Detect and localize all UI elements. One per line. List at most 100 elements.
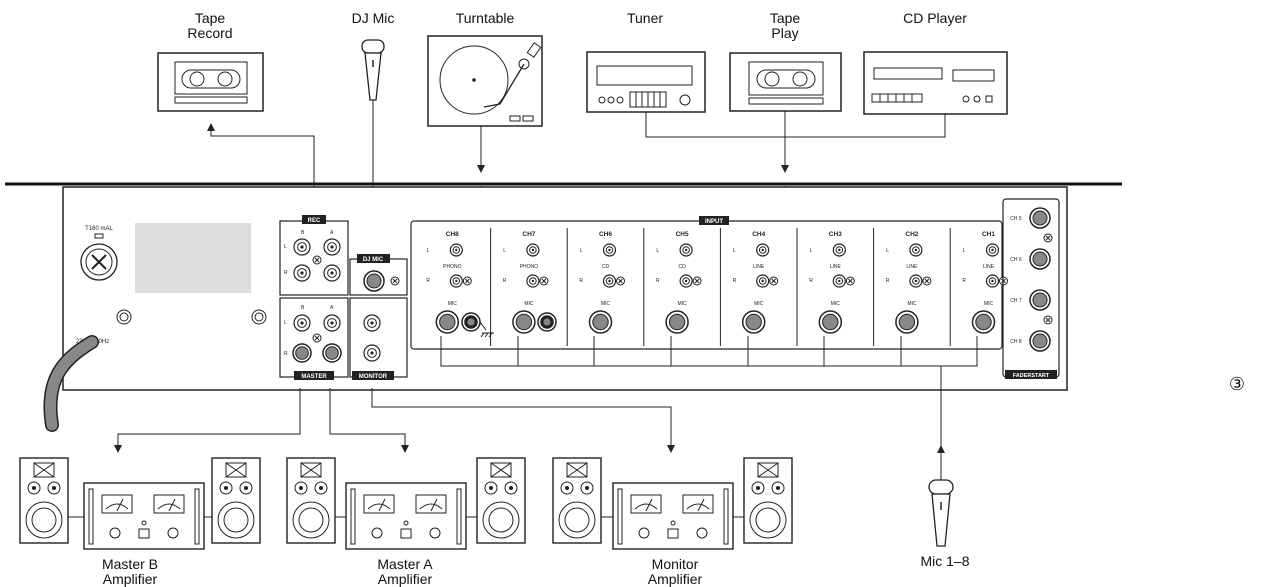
panel-jacks [292, 238, 557, 363]
line-l-jack [679, 243, 693, 257]
channel-source-label: LINE [983, 264, 995, 270]
channel-l-label: L [656, 248, 659, 254]
fuse-label: T160 mAL [85, 226, 113, 232]
master-b-r-jack [292, 343, 312, 363]
line-r-jack [679, 274, 693, 288]
monitor-l-jack [363, 314, 381, 332]
faderstart-channel-label: CH 5 [1010, 216, 1022, 222]
channel-l-label: L [886, 248, 889, 254]
screw-icon [390, 276, 400, 286]
channel-mic-label: MIC [448, 301, 458, 307]
line-l-jack [832, 243, 846, 257]
mic-input-jack [588, 310, 613, 334]
faderstart-channel-label: CH 8 [1010, 339, 1022, 345]
dj-mic-device [361, 39, 385, 101]
rec-a-r-jack [323, 264, 341, 282]
tuner-label: Tuner [626, 10, 664, 26]
line-r-jack [909, 274, 923, 288]
dj-mic-jack [363, 270, 385, 292]
channel-r-label: R [886, 278, 890, 284]
line-l-jack [449, 243, 463, 257]
tape-play-label: Tape Play [769, 10, 801, 41]
fuse-holder [80, 233, 118, 281]
rec-b-l-jack [293, 238, 311, 256]
screw-icon [1043, 233, 1053, 243]
tape-play-device [729, 52, 842, 112]
amplifier-icon [83, 482, 205, 550]
line-r-jack [832, 274, 846, 288]
screw-icon [1043, 315, 1053, 325]
channel-mic-label: MIC [524, 301, 534, 307]
channel-name: CH7 [522, 231, 535, 238]
channel-mic-label: MIC [601, 301, 611, 307]
type-label-plate [135, 223, 251, 293]
monitor-r-jack [363, 344, 381, 362]
line-r-jack [449, 274, 463, 288]
line-l-jack [526, 243, 540, 257]
dj-mic-label: DJ MIC [363, 257, 384, 263]
tape-record-device [157, 52, 264, 112]
master-b-label: B [301, 305, 305, 311]
panel-screws [116, 309, 267, 325]
turntable-label: Turntable [455, 10, 515, 26]
amplifier-icon [612, 482, 734, 550]
faderstart-jack [1029, 330, 1051, 352]
channel-r-label: R [809, 278, 813, 284]
master-a-r-jack [322, 343, 342, 363]
mic-bus-lines [440, 336, 978, 480]
ground-terminal-icon [479, 321, 494, 338]
turntable-device [427, 35, 543, 127]
channel-r-label: R [962, 278, 966, 284]
channel-name: CH4 [752, 231, 765, 238]
faderstart-jack [1029, 248, 1051, 270]
phono-ground-jack [537, 312, 557, 332]
speaker-icon [19, 457, 69, 544]
rec-l-label: L [284, 244, 287, 250]
channel-source-label: PHONO [520, 264, 538, 270]
channel-name: CH6 [599, 231, 612, 238]
master-a-l-jack [323, 314, 341, 332]
master-a-amplifier-label: Master A Amplifier [377, 556, 433, 587]
master-a-label: A [330, 305, 334, 311]
screw-icon [539, 276, 549, 286]
master-section: MASTER B A L R [279, 297, 349, 380]
line-l-jack [909, 243, 923, 257]
channel-name: CH1 [982, 231, 995, 238]
channel-source-label: PHONO [443, 264, 461, 270]
master-l-label: L [284, 320, 287, 326]
faderstart-label: FADERSTART [1013, 373, 1050, 379]
channel-name: CH5 [676, 231, 689, 238]
screw-icon [845, 276, 855, 286]
channel-r-label: R [656, 278, 660, 284]
channel-source-label: CD [678, 264, 686, 270]
cd-player-device [863, 51, 1008, 115]
screw-icon [769, 276, 779, 286]
channel-mic-label: MIC [831, 301, 841, 307]
rec-b-label: B [301, 230, 305, 236]
channel-mic-label: MIC [754, 301, 764, 307]
screw-icon [616, 276, 625, 286]
monitor-section: MONITOR [349, 297, 408, 380]
line-l-jack [602, 243, 617, 257]
channel-source-label: LINE [906, 264, 918, 270]
master-b-l-jack [293, 314, 311, 332]
speaker-icon [476, 457, 526, 544]
mic-input-jack [818, 310, 843, 334]
screw-icon [312, 333, 322, 343]
faderstart-channel-label: CH 7 [1010, 298, 1022, 304]
output-connections [114, 388, 675, 453]
faderstart-jack [1029, 207, 1051, 229]
tape-record-label: Tape Record [187, 10, 233, 41]
screw-icon [922, 276, 932, 286]
line-l-jack [985, 243, 1000, 257]
channel-mic-label: MIC [984, 301, 994, 307]
mic-1-8-label: Mic 1–8 [920, 553, 970, 569]
channel-name: CH8 [446, 231, 459, 238]
screw-icon [692, 276, 702, 286]
rec-label: REC [308, 218, 321, 224]
dj-mic-section: DJ MIC [349, 254, 408, 296]
cd-player-label: CD Player [903, 10, 967, 26]
